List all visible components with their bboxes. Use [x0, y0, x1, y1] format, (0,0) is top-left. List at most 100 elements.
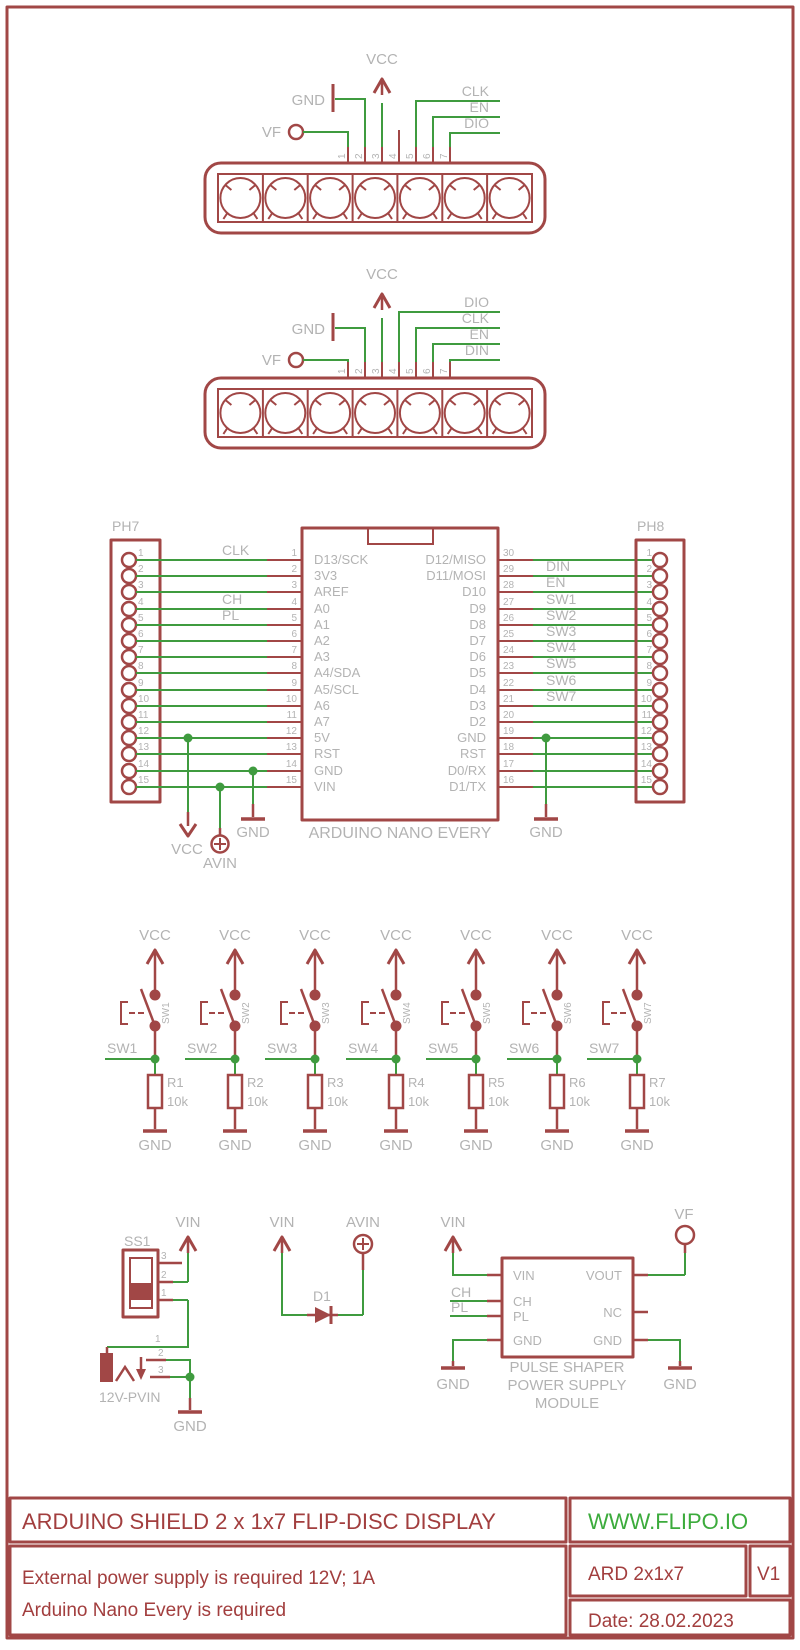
pin-number: 10: [286, 694, 298, 705]
net-label: SW1: [546, 591, 577, 607]
vcc-label: VCC: [621, 927, 653, 944]
pin-number: 26: [503, 613, 515, 624]
pin-name: 5V: [314, 730, 330, 745]
flip-disc-icon: [309, 392, 352, 435]
pin-name: A1: [314, 617, 330, 632]
pin-name: D0/RX: [448, 763, 487, 778]
gnd-label: GND: [173, 1418, 207, 1435]
gnd-label: GND: [540, 1137, 574, 1154]
junction-dot: [185, 1372, 195, 1382]
pin-number: 10: [641, 694, 653, 705]
title-cell: [8, 1496, 568, 1544]
net-label: SW3: [267, 1040, 298, 1056]
code-cell: [568, 1544, 748, 1598]
gnd-symbol: [331, 84, 366, 147]
resistor-ref: R5: [488, 1075, 505, 1090]
pin-name: 3V3: [314, 568, 337, 583]
vcc-label: VCC: [219, 927, 251, 944]
gnd-label: GND: [218, 1137, 252, 1154]
pin-number: 13: [138, 742, 150, 753]
vin-label: VIN: [440, 1214, 465, 1231]
net-label: DIN: [546, 558, 570, 574]
resistor-ref: R3: [327, 1075, 344, 1090]
vcc-label: VCC: [366, 51, 398, 68]
switch-column: VCC SW5 SW5 R5 10k GND: [424, 927, 509, 1154]
switch-column: VCC SW1 SW1 R1 10k GND: [103, 927, 188, 1154]
net-label: PL: [451, 1299, 468, 1315]
pin-number: 29: [503, 564, 515, 575]
pin-number: 3: [161, 1251, 167, 1262]
pin-name: D3: [469, 698, 486, 713]
pin-number: 18: [503, 742, 515, 753]
switch-ref: SW1: [161, 1002, 172, 1024]
dio-wire: [398, 311, 500, 362]
pin-name: A3: [314, 649, 330, 664]
pin-number: 1: [337, 153, 348, 159]
pin-number: 6: [422, 153, 433, 159]
pin-number: 2: [354, 153, 365, 159]
net-label: SW6: [509, 1040, 540, 1056]
pin-name: A0: [314, 601, 330, 616]
pin-number: 7: [439, 153, 450, 159]
slide-switch: SS1 3 2 1: [121, 1233, 182, 1319]
component-ref: D1: [313, 1288, 331, 1304]
avin-terminal-icon: [210, 787, 230, 854]
avin-label: AVIN: [203, 855, 237, 872]
pin-number: 6: [422, 368, 433, 374]
note-line: Arduino Nano Every is required: [22, 1600, 286, 1621]
barrel-jack: 1 2 3 12V-PVIN: [99, 1334, 170, 1405]
vcc-arrow-icon: [372, 292, 392, 362]
page-border: [5, 5, 795, 1640]
pin-number: 3: [371, 153, 382, 159]
switch-column: VCC SW4 SW4 R4 10k GND: [344, 927, 429, 1154]
title-block: ARDUINO SHIELD 2 x 1x7 FLIP-DISC DISPLAY…: [8, 1496, 792, 1637]
pin-name: RST: [314, 746, 340, 761]
switch-column: VCC SW3 SW3 R3 10k GND: [263, 927, 348, 1154]
vin-arrow-icon: [443, 1235, 463, 1255]
gnd-symbol: [668, 1361, 692, 1370]
vcc-arrow-icon: [372, 77, 392, 147]
pin-name: VOUT: [586, 1268, 622, 1283]
pin-number: 1: [138, 548, 144, 559]
pin-number: 13: [641, 742, 653, 753]
pin-name: VIN: [314, 779, 336, 794]
switch-column: VCC SW7 SW7 R7 10k GND: [585, 927, 670, 1154]
gnd-symbol: [534, 738, 558, 821]
pin-number: 14: [138, 759, 150, 770]
pin-number: 2: [291, 564, 297, 575]
version-label: V1: [757, 1564, 780, 1585]
gnd-label: GND: [529, 824, 563, 841]
power-section: SS1 3 2 1 VIN 1 2 3 12V-PVIN GND VIN: [99, 1206, 697, 1435]
pin-name: A6: [314, 698, 330, 713]
diode-icon: [315, 1306, 333, 1324]
arduino-section: PH7 1 2 3 4 5 6 7 8 9 10 11 12 13 14 15 …: [109, 518, 686, 872]
module-caption: POWER SUPPLY: [508, 1377, 627, 1394]
net-label: SW6: [546, 672, 577, 688]
pin-number: 9: [291, 678, 297, 689]
pin-number: 2: [161, 1270, 167, 1281]
pin-name: A7: [314, 714, 330, 729]
pin-number: 5: [646, 613, 652, 624]
gnd-symbol: [241, 771, 265, 821]
pin-number: 30: [503, 548, 515, 559]
switch-column: VCC SW6 SW6 R6 10k GND: [505, 927, 590, 1154]
gnd-label: GND: [292, 92, 326, 109]
gnd-label: GND: [138, 1137, 172, 1154]
pin-name: NC: [603, 1305, 622, 1320]
pin-stubs: [347, 130, 451, 163]
net-label: SW4: [546, 639, 577, 655]
vcc-label: VCC: [541, 927, 573, 944]
vcc-label: VCC: [366, 266, 398, 283]
pin-number: 9: [138, 678, 144, 689]
net-label: SW2: [187, 1040, 218, 1056]
vf-terminal-icon: [287, 123, 349, 147]
avin-label: AVIN: [346, 1214, 380, 1231]
pin-number: 5: [405, 368, 416, 374]
right-wires: [533, 559, 653, 788]
flip-disc-icon: [264, 392, 307, 435]
vin-arrow-icon: [272, 1235, 292, 1255]
clk-wire: [415, 327, 500, 362]
net-label: SW7: [589, 1040, 620, 1056]
flip-disc-icon: [264, 177, 307, 220]
flip-disc-icon: [354, 392, 396, 435]
